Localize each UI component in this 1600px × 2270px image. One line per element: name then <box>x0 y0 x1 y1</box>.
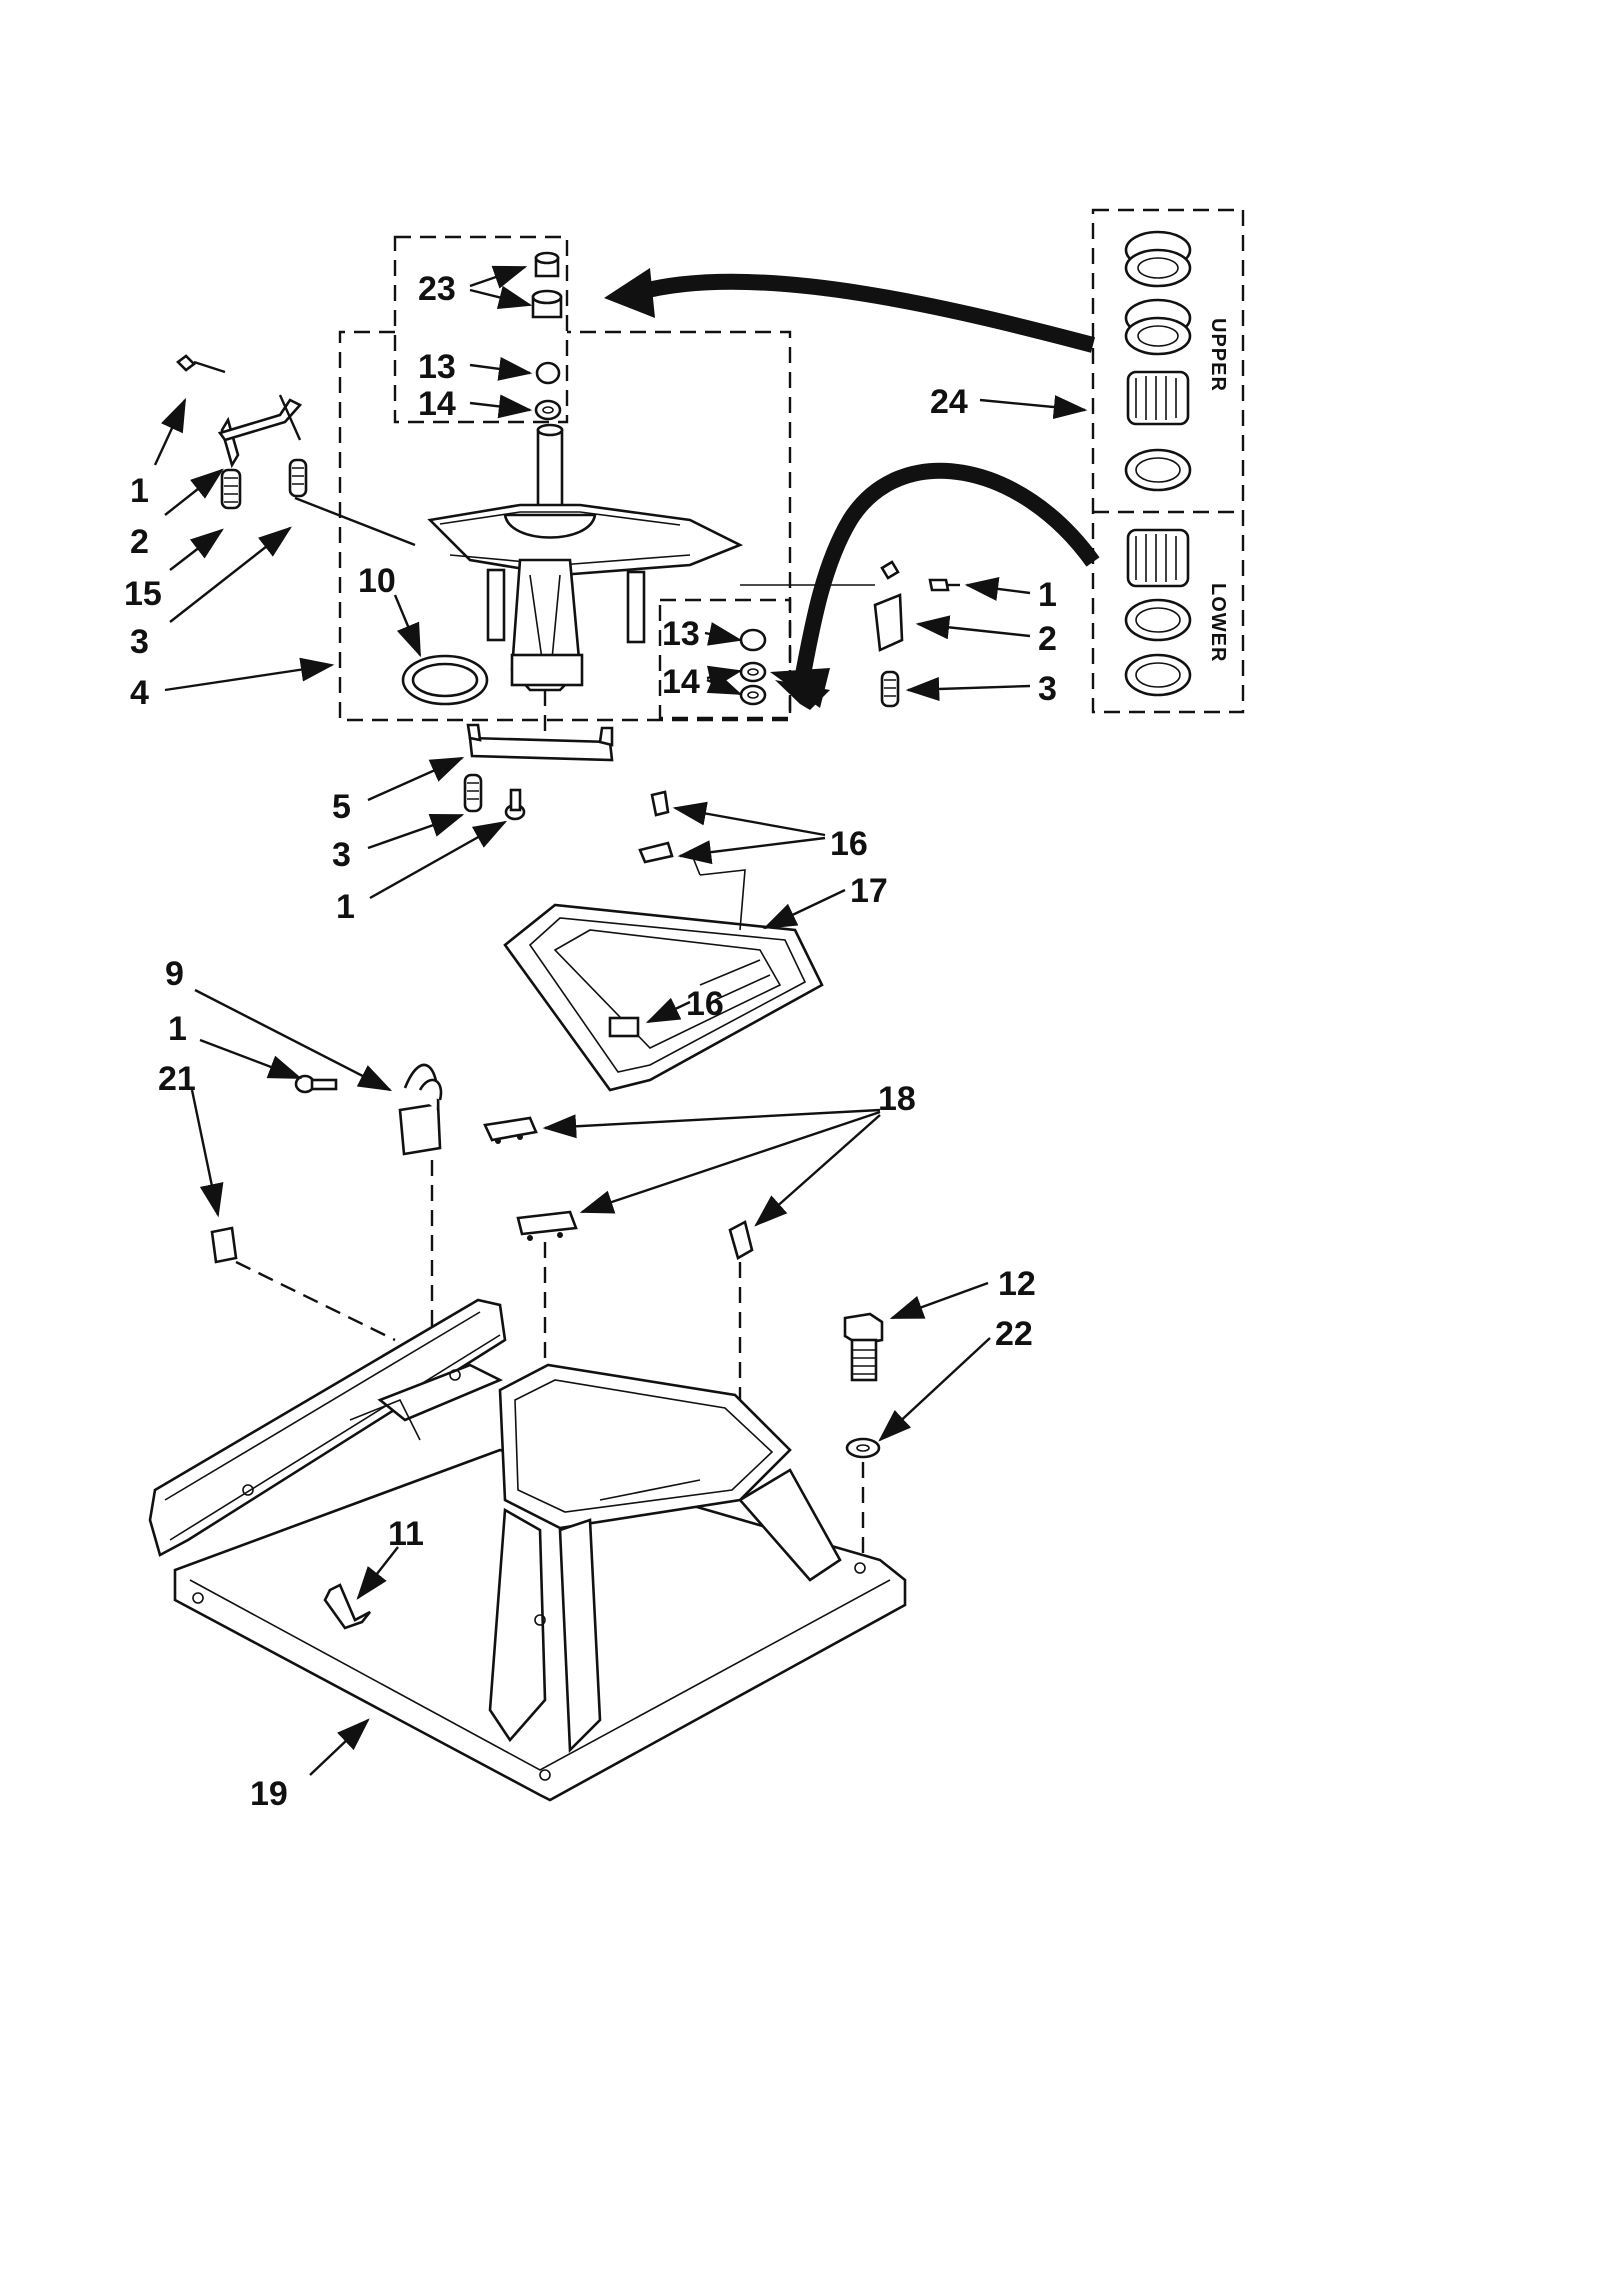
upper-kit-arrow-head <box>604 268 655 318</box>
upper-bushings <box>531 251 563 421</box>
part-1-screw-lower <box>294 1074 338 1094</box>
upper-label: UPPER <box>1207 318 1229 392</box>
callout-3-mid: 3 <box>332 836 351 874</box>
callout-21: 21 <box>158 1060 196 1098</box>
callout-1-mid: 1 <box>336 888 355 926</box>
callout-13-lower: 13 <box>662 615 700 653</box>
callout-10: 10 <box>358 562 396 600</box>
callout-11: 11 <box>388 1515 424 1553</box>
callout-15: 15 <box>124 575 162 613</box>
callout-19: 19 <box>250 1775 288 1813</box>
callout-16-lower: 16 <box>686 985 724 1023</box>
lower-bushings <box>739 628 767 706</box>
part-19-base <box>148 1298 907 1802</box>
part-10-ring <box>401 654 489 706</box>
right-bracket-assembly <box>740 560 960 708</box>
left-bracket-assembly <box>176 354 416 547</box>
callout-3: 3 <box>130 623 149 661</box>
callout-22: 22 <box>995 1315 1033 1353</box>
callout-24: 24 <box>930 383 968 421</box>
upper-bearing-rings <box>1124 230 1192 492</box>
callout-18: 18 <box>878 1080 916 1118</box>
callout-17: 17 <box>850 872 888 910</box>
callout-4: 4 <box>130 674 149 712</box>
callout-2-right: 2 <box>1038 620 1057 658</box>
callout-13-upper: 13 <box>418 348 456 386</box>
bushing-group-box <box>393 235 569 424</box>
lower-bushing-box <box>658 598 792 720</box>
callout-numbers: 1 2 15 3 4 10 23 13 14 13 14 24 1 2 3 5 … <box>124 270 1057 1813</box>
part-12-bolt <box>843 1312 884 1382</box>
part-16-clips <box>638 790 674 864</box>
callout-1: 1 <box>130 472 149 510</box>
callout-14-lower: 14 <box>662 663 700 701</box>
lower-kit-arrow-head-tip <box>770 668 830 708</box>
part-9-clip <box>398 1063 443 1330</box>
lower-kit-arrow-shaft <box>792 462 1100 692</box>
callout-5: 5 <box>332 788 351 826</box>
callout-2: 2 <box>130 523 149 561</box>
upper-kit-arrow-shaft <box>637 273 1096 353</box>
part-17-frame <box>503 849 824 1092</box>
callout-14-upper: 14 <box>418 385 456 423</box>
callout-1-lower: 1 <box>168 1010 187 1048</box>
callout-16-upper: 16 <box>830 825 868 863</box>
gearcase-assembly <box>427 423 744 745</box>
part-22-washer <box>845 1437 881 1560</box>
lower-label: LOWER <box>1207 583 1229 662</box>
part-21-clip <box>210 1226 396 1342</box>
callout-12: 12 <box>998 1265 1036 1303</box>
callout-3-right: 3 <box>1038 670 1057 708</box>
callout-23: 23 <box>418 270 456 308</box>
center-bracket-assembly <box>463 723 614 821</box>
callout-9: 9 <box>165 955 184 993</box>
callout-1-right: 1 <box>1038 576 1057 614</box>
leader-lines <box>153 265 1088 1776</box>
lower-bearing-rings <box>1124 528 1192 697</box>
bearing-kit-box <box>1091 208 1245 714</box>
